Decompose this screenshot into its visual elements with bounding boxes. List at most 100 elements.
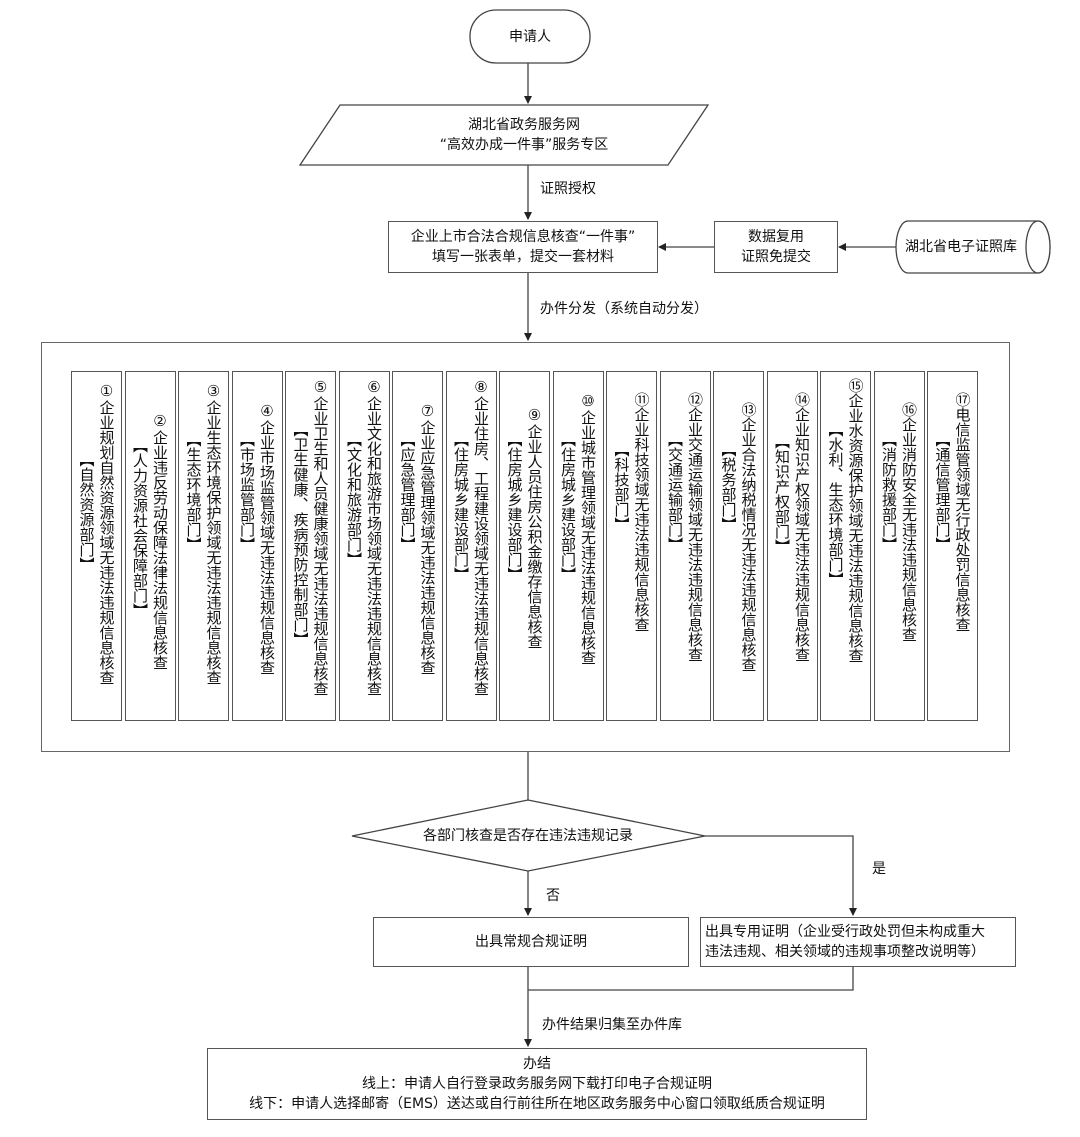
department-column: ⑨企业人员住房公积金缴存信息核查【住房城乡建设部门】 [499,371,550,721]
portal-node: 湖北省政务服务网 “高效办成一件事”服务专区 [320,105,728,165]
department-owner: 【交通运输部门】 [666,432,684,552]
department-number: ⑯ [900,402,918,417]
department-number: ⑬ [739,402,758,417]
department-column: ⑫企业交通运输领域无违法违规信息核查【交通运输部门】 [659,371,711,721]
department-owner: 【住房城乡建设部门】 [559,432,577,582]
department-number: ⑰ [953,392,972,407]
department-check-text: 企业科技领域无违法违规信息核查 [632,407,651,632]
department-owner: 【文化和旅游部门】 [345,432,363,567]
department-number: ① [97,382,116,400]
department-number: ⑭ [793,392,811,407]
decision-yes-label: 是 [872,861,886,877]
start-terminator-shape [469,9,591,64]
department-check-title: ①企业规划自然资源领域无违法违规信息核查 [98,382,116,685]
decision-no-label: 否 [546,888,560,904]
department-number: ③ [204,382,223,400]
department-check-title: ⑯企业消防安全无违法违规信息核查 [900,402,918,642]
department-number: ⑦ [418,402,437,420]
department-check-text: 企业市场监管领域无违法违规信息核查 [258,420,276,675]
arrow-decision-yes [705,835,857,916]
department-check-text: 企业规划自然资源领域无违法违规信息核查 [97,400,116,685]
department-check-text: 电信监管领域无行政处罚信息核查 [953,407,972,632]
edge-label-collect: 办件结果归集至办件库 [542,1017,682,1033]
reuse-node: 数据复用 证照免提交 [714,221,838,273]
form-line1: 企业上市合法合规信息核查“一件事” [410,229,636,245]
department-check-text: 企业住房、工程建设领域无违法违规信息核查 [472,396,490,696]
department-column: ③企业生态环境保护领域无违法违规信息核查【生态环境部门】 [178,371,229,721]
finish-title: 办结 [523,1056,551,1072]
department-owner: 【科技部门】 [612,442,631,532]
decision-label: 各部门核查是否存在违法违规记录 [423,828,633,844]
department-owner: 【通信管理部门】 [933,432,952,552]
department-check-text: 企业城市管理领域无违法违规信息核查 [579,410,597,665]
department-number: ⑫ [686,392,704,407]
department-owner: 【应急管理部门】 [398,432,417,552]
form-node: 企业上市合法合规信息核查“一件事” 填写一张表单，提交一套材料 [388,221,658,273]
department-number: ⑥ [365,378,383,396]
finish-offline: 线下：申请人选择邮寄（EMS）送达或自行前往所在地区政务服务中心窗口领取纸质合规… [249,1096,825,1112]
department-check-text: 企业应急管理领域无违法违规信息核查 [418,420,437,675]
department-column: ⑮企业水资源保护领域无违法违规信息核查【水利、生态环境部门】 [820,371,871,721]
department-check-title: ⑧企业住房、工程建设领域无违法违规信息核查 [472,378,490,696]
special-cert-line2: 违法违规、相关领域的违规事项整改说明等） [705,944,985,960]
department-column: ⑰电信监管领域无行政处罚信息核查【通信管理部门】 [927,371,978,721]
library-label: 湖北省电子证照库 [905,239,1017,255]
department-column: ⑤企业卫生和人员健康领域无违法违规信息核查【卫生健康、疾病预防控制部门】 [285,371,336,721]
departments-container [41,342,1010,752]
department-check-text: 企业知识产权领域无违法违规信息核查 [793,407,811,662]
department-check-title: ⑨企业人员住房公积金缴存信息核查 [526,406,544,649]
department-owner: 【水利、生态环境部门】 [826,422,845,587]
department-check-title: ⑰电信监管领域无行政处罚信息核查 [954,392,972,632]
department-check-title: ⑥企业文化和旅游市场领域无违法违规信息核查 [365,378,383,696]
start-node: 申请人 [470,10,590,63]
department-check-title: ⑫企业交通运输领域无违法违规信息核查 [686,392,704,662]
department-owner: 【卫生健康、疾病预防控制部门】 [291,422,310,647]
department-column: ⑥企业文化和旅游市场领域无违法违规信息核查【文化和旅游部门】 [338,371,390,721]
department-number: ⑨ [525,406,544,424]
department-owner: 【知识产权部门】 [773,434,791,554]
department-number: ⑩ [579,392,597,410]
line-special-merge [528,966,854,991]
department-number: ⑪ [632,392,651,407]
department-column: ⑭企业知识产权领域无违法违规信息核查【知识产权部门】 [766,371,818,721]
portal-line2: “高效办成一件事”服务专区 [439,137,609,153]
department-check-title: ⑪企业科技领域无违法违规信息核查 [633,392,651,632]
department-column: ①企业规划自然资源领域无违法违规信息核查【自然资源部门】 [71,371,122,721]
department-owner: 【消防救援部门】 [880,432,898,552]
decision-node: 各部门核查是否存在违法违规记录 [392,824,664,848]
department-check-text: 企业交通运输领域无违法违规信息核查 [686,407,704,662]
department-column: ⑪企业科技领域无违法违规信息核查【科技部门】 [606,371,657,721]
start-label: 申请人 [509,28,551,45]
reuse-line2: 证照免提交 [741,249,811,265]
department-column: ⑦企业应急管理领域无违法违规信息核查【应急管理部门】 [392,371,443,721]
department-check-title: ⑦企业应急管理领域无违法违规信息核查 [419,402,437,675]
department-check-title: ⑭企业知识产权领域无违法违规信息核查 [793,392,811,662]
portal-line1: 湖北省政务服务网 [468,117,580,133]
department-owner: 【住房城乡建设部门】 [505,432,524,582]
department-owner: 【税务部门】 [719,442,738,532]
library-node: 湖北省电子证照库 [896,221,1026,273]
department-column: ⑯企业消防安全无违法违规信息核查【消防救援部门】 [873,371,925,721]
edge-label-auth: 证照授权 [540,181,596,197]
department-check-text: 企业文化和旅游市场领域无违法违规信息核查 [365,396,383,696]
department-check-text: 企业卫生和人员健康领域无违法违规信息核查 [311,396,330,696]
department-check-title: ③企业生态环境保护领域无违法违规信息核查 [205,382,223,685]
normal-cert-label: 出具常规合规证明 [475,934,587,950]
portal-parallelogram-shape [298,104,710,166]
department-check-text: 企业水资源保护领域无违法违规信息核查 [846,393,865,663]
department-check-text: 企业违反劳动保障法律法规信息核查 [151,430,169,670]
reuse-line1: 数据复用 [748,229,804,245]
form-line2: 填写一张表单，提交一套材料 [432,249,614,265]
department-check-text: 企业合法纳税情况无违法违规信息核查 [739,417,758,672]
department-number: ⑤ [311,378,330,396]
department-column: ④企业市场监管领域无违法违规信息核查【市场监管部门】 [231,371,283,721]
department-column: ⑩企业城市管理领域无违法违规信息核查【住房城乡建设部门】 [552,371,604,721]
finish-online: 线上：申请人自行登录政务服务网下载打印电子合规证明 [362,1076,712,1092]
department-column: ②企业违反劳动保障法律法规信息核查【人力资源社会保障部门】 [124,371,176,721]
department-number: ② [151,412,169,430]
department-owner: 【自然资源部门】 [77,452,96,572]
department-owner: 【生态环境部门】 [184,432,203,552]
department-check-title: ②企业违反劳动保障法律法规信息核查 [151,412,169,670]
department-check-title: ⑬企业合法纳税情况无违法违规信息核查 [740,402,758,672]
